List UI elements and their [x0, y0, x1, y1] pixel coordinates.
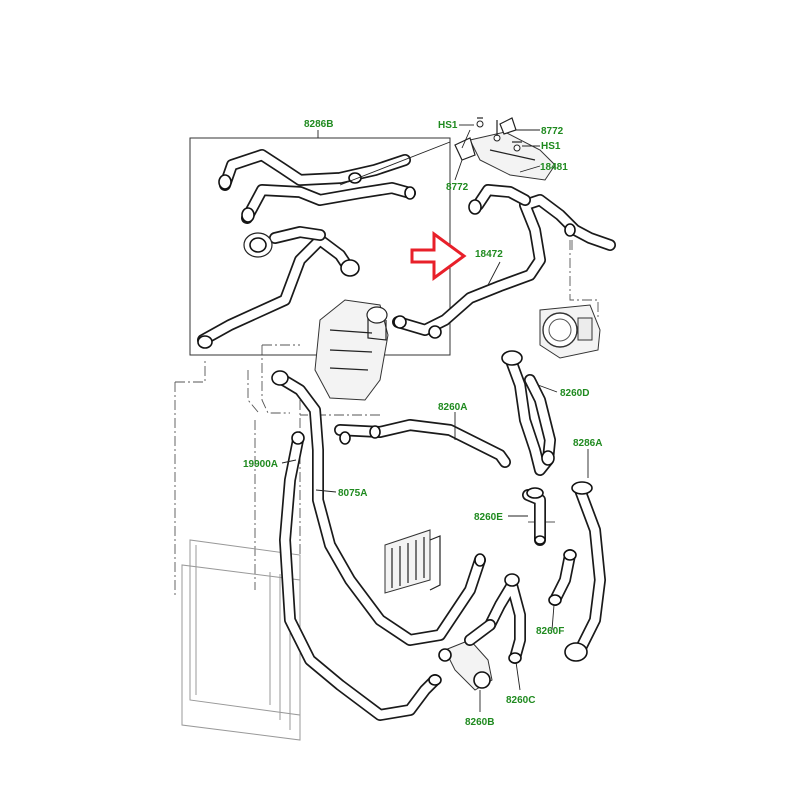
hose-8075a [271, 370, 486, 646]
hose-8286b-lower [197, 226, 360, 349]
throttle-body-icon [539, 304, 601, 359]
label-18472: 18472 [475, 249, 503, 260]
leader-lines [281, 124, 589, 712]
label-18481: 18481 [540, 162, 568, 173]
hose-8260c [484, 573, 526, 664]
label-8772-top: 8772 [541, 126, 564, 137]
tee-8260e [522, 487, 546, 546]
label-8772-bottom: 8772 [446, 182, 469, 193]
label-hs1-left: HS1 [438, 120, 458, 131]
clip-8772-icon [454, 117, 517, 161]
hose-8260d [501, 350, 556, 476]
hose-8286a [564, 481, 606, 662]
label-19900a: 19900A [243, 459, 278, 470]
label-8075a: 8075A [338, 488, 367, 499]
hose-19900a [279, 431, 442, 721]
hose-18472 [392, 184, 616, 339]
hose-8286b-upper [218, 149, 416, 224]
label-8260a: 8260A [438, 402, 467, 413]
label-8260c: 8260C [506, 695, 535, 706]
oil-cooler-icon [384, 529, 441, 594]
hose-8260f [548, 549, 577, 606]
label-8260b: 8260B [465, 717, 494, 728]
label-8286a: 8286A [573, 438, 602, 449]
label-8260e: 8260E [474, 512, 503, 523]
arrow-right-icon [410, 231, 467, 281]
label-8286b: 8286B [304, 119, 333, 130]
thermostat-housing-icon [314, 299, 389, 401]
coupling-8260b [438, 619, 496, 691]
label-hs1-right: HS1 [541, 141, 561, 152]
label-8260f: 8260F [536, 626, 564, 637]
hose-8260a [334, 419, 511, 468]
label-8260d: 8260D [560, 388, 589, 399]
